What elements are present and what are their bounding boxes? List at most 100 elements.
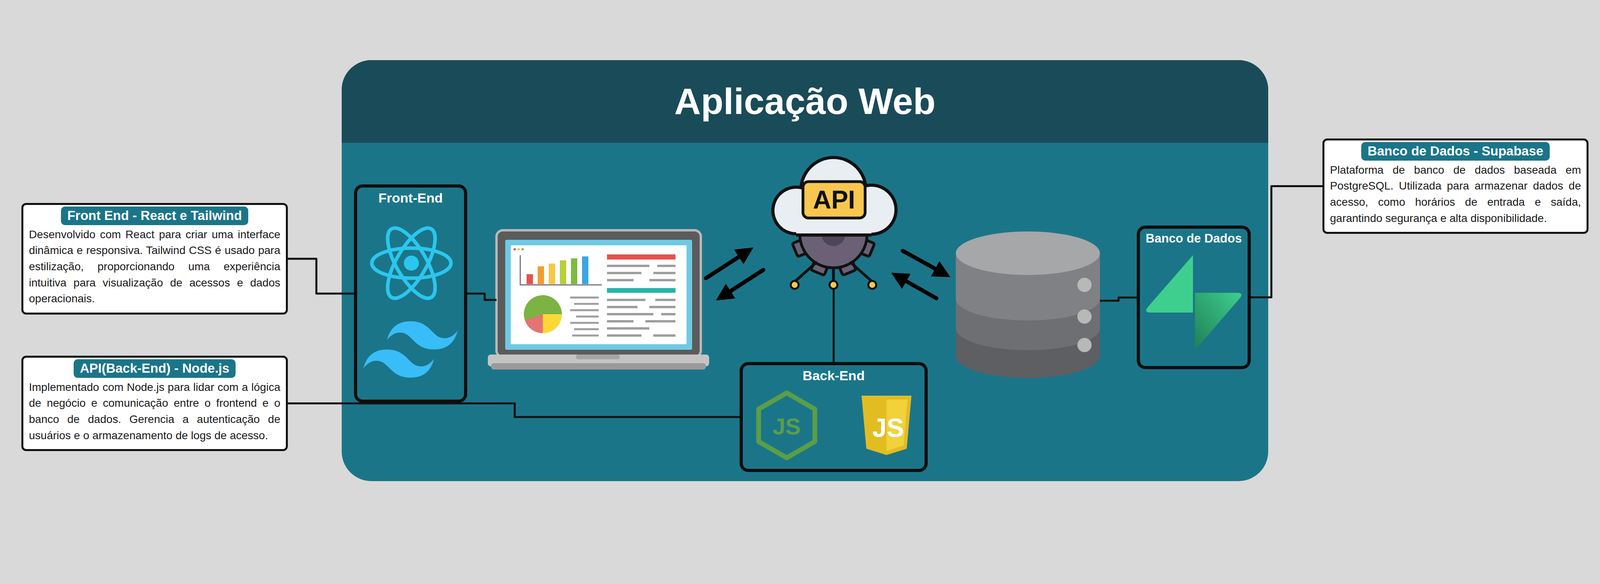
tier-box: Front-End (353, 184, 468, 404)
connector-line (1250, 186, 1323, 298)
laptop-illustration (649, 306, 676, 309)
tailwind-logo (363, 321, 458, 379)
app-panel-frame: Aplicação WebFront-End API Back-End Banco d… (341, 60, 1269, 482)
laptop-illustration (526, 274, 533, 285)
leader-lines (467, 293, 497, 301)
laptop-illustration (606, 306, 638, 309)
laptop-illustration (570, 297, 599, 336)
api-cloud (765, 155, 902, 290)
laptop-illustration (548, 263, 556, 285)
supabase-logo (1146, 255, 1193, 313)
laptop-illustration (606, 313, 654, 316)
laptop-illustration (570, 322, 599, 325)
laptop-illustration (606, 254, 676, 260)
callout-text: Plataforma de banco de dados baseada em … (1329, 162, 1581, 227)
laptop-illustration (570, 309, 599, 312)
laptop-illustration (606, 327, 650, 330)
database-cylinder (955, 231, 1100, 379)
laptop-illustration (606, 266, 676, 281)
app-panel (341, 60, 1269, 482)
callout-heading: API(Back-End) - Node.js (73, 359, 236, 379)
api-cloud (771, 156, 898, 237)
api-cloud (868, 281, 877, 290)
laptop-illustration (510, 245, 687, 345)
app-panel (341, 60, 1269, 143)
laptop-illustration (606, 334, 642, 337)
supabase-logo (1146, 255, 1242, 351)
tailwind-logo (363, 321, 458, 379)
api-label: API (802, 181, 866, 219)
api-cloud (832, 268, 836, 282)
laptop-illustration (582, 256, 589, 285)
database-cylinder (1077, 277, 1092, 293)
leader-lines (1099, 297, 1137, 301)
laptop-illustration (606, 272, 642, 275)
connector-line (287, 403, 740, 418)
laptop-illustration (606, 288, 676, 293)
database-cylinder (1077, 338, 1092, 353)
data-flow-arrows (902, 251, 945, 274)
laptop-illustration (487, 230, 710, 370)
react-logo (371, 248, 451, 279)
box-label: Banco de Dados (1141, 231, 1247, 246)
callout-text: Desenvolvido com React para criar uma in… (28, 226, 281, 308)
api-cloud (802, 181, 866, 219)
laptop-illustration (606, 279, 634, 282)
laptop-illustration (490, 363, 706, 370)
api-cloud (794, 262, 817, 282)
box-label: Back-End (744, 367, 923, 385)
data-flow-arrows (897, 276, 937, 299)
laptop-illustration (655, 298, 676, 302)
laptop-illustration (537, 266, 545, 285)
laptop-illustration (513, 248, 516, 251)
laptop-illustration (505, 239, 693, 351)
laptop-illustration (574, 328, 599, 331)
laptop-illustration (576, 315, 599, 318)
database-cylinder (1077, 309, 1092, 324)
callout-box: Banco de Dados - SupabasePlataforma de b… (1322, 138, 1589, 235)
laptop-illustration (570, 296, 599, 299)
laptop-illustration (653, 272, 676, 275)
laptop-illustration (574, 303, 599, 306)
data-flow-arrows (705, 251, 748, 279)
api-cloud (774, 159, 895, 234)
api-cloud (829, 281, 838, 290)
react-logo (378, 221, 445, 305)
app-panel (341, 60, 1269, 482)
callout-box: API(Back-End) - Node.jsImplementado com … (21, 355, 288, 452)
laptop-illustration (606, 298, 646, 302)
box-label: Front-End (358, 190, 463, 207)
laptop-illustration (657, 264, 676, 268)
laptop-illustration (521, 248, 524, 251)
laptop-illustration (523, 295, 562, 334)
api-cloud (790, 281, 799, 290)
api-cloud: API (765, 155, 902, 290)
laptop-illustration (645, 320, 676, 323)
laptop-illustration (606, 300, 676, 336)
panel-title: Aplicação Web (341, 60, 1269, 143)
laptop-illustration (525, 314, 543, 334)
api-cloud (794, 262, 873, 282)
laptop-illustration (496, 230, 701, 358)
callout-box: Front End - React e TailwindDesenvolvido… (21, 203, 288, 315)
laptop-illustration (559, 260, 567, 285)
laptop-illustration (649, 279, 676, 282)
api-cloud (850, 262, 873, 282)
laptop-illustration (572, 334, 599, 337)
connector-line (287, 258, 354, 294)
callout-heading: Banco de Dados - Supabase (1361, 142, 1550, 161)
supabase-logo (1194, 292, 1242, 351)
connector-line (832, 289, 835, 363)
leader-lines (467, 293, 1137, 301)
js-logo-letters: JS (852, 412, 924, 444)
laptop-illustration (542, 314, 562, 334)
laptop-illustration (661, 313, 676, 316)
data-flow-arrows (721, 270, 764, 297)
laptop-illustration (653, 334, 676, 337)
react-logo (371, 221, 451, 305)
react-logo (378, 221, 445, 305)
api-cloud (799, 156, 868, 225)
laptop-illustration (520, 255, 602, 286)
callout-text: Implementado com Node.js para lidar com … (28, 379, 281, 444)
database-cylinder (955, 231, 1100, 276)
